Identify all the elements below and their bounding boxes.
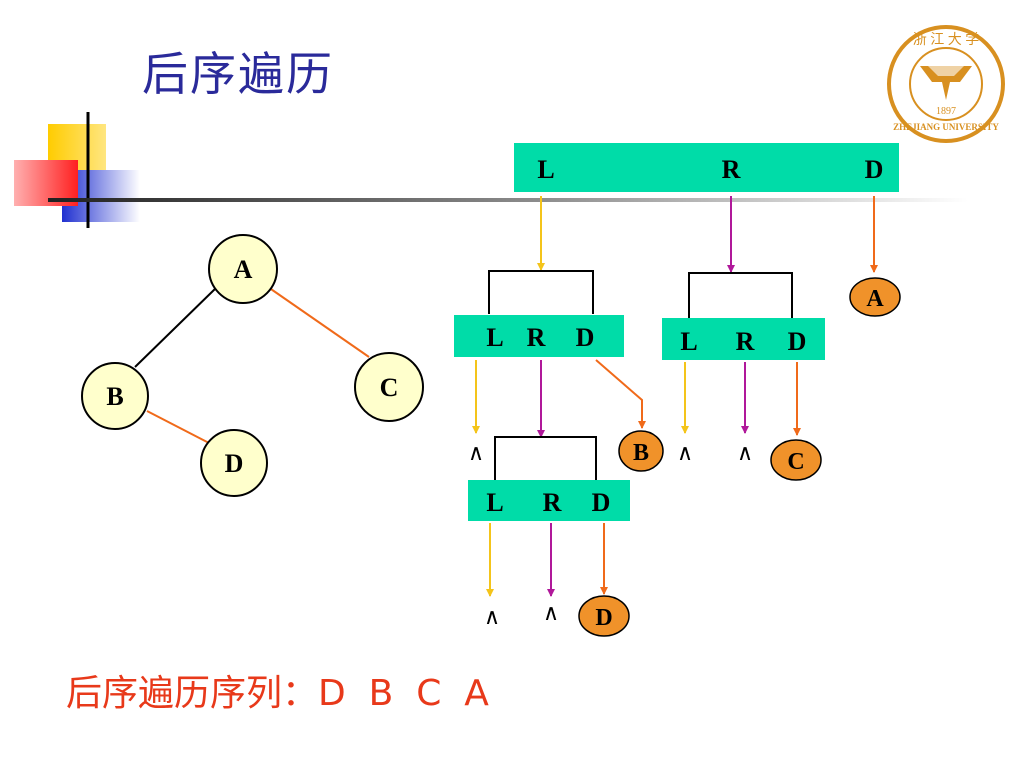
root-box-r: R [722, 155, 741, 184]
left-box-r: R [527, 323, 546, 352]
sequence-label: 后序遍历序列： [66, 673, 319, 714]
root-box-d: D [865, 155, 884, 184]
left-box-d: D [576, 323, 595, 352]
binary-tree: A B C D [81, 234, 424, 497]
left-box-l: L [486, 323, 503, 352]
null-right-left: ∧ [677, 440, 693, 465]
tree-node-c-label: C [380, 373, 399, 402]
right-box-r: R [736, 327, 755, 356]
root-lrd-box [514, 143, 899, 192]
edge-a-c [267, 286, 370, 358]
bottom-bracket [494, 436, 597, 480]
arrow-left-visit [595, 359, 646, 429]
logo-top-text: 浙 江 大 学 [913, 32, 980, 48]
null-left-left: ∧ [468, 440, 484, 465]
tree-node-d [200, 429, 268, 497]
tree-node-a-label: A [234, 255, 253, 284]
visit-node-a [849, 277, 901, 317]
university-logo: 浙 江 大 学 1897 ZHEJIANG UNIVERSITY [887, 25, 1005, 143]
visit-node-b [618, 430, 664, 472]
left-bracket [488, 270, 594, 314]
visit-node-c-label: C [787, 449, 804, 475]
right-lrd-box [662, 318, 825, 360]
right-bracket [688, 272, 793, 318]
logo-bottom-text: ZHEJIANG UNIVERSITY [893, 122, 999, 132]
tree-node-b-label: B [106, 382, 123, 411]
bottom-box-d: D [592, 488, 611, 517]
bottom-box-r: R [543, 488, 562, 517]
slide-title: 后序遍历 [142, 47, 334, 101]
visit-node-d-label: D [595, 605, 612, 631]
tree-node-a [208, 234, 278, 304]
visit-node-b-label: B [633, 440, 649, 466]
right-box-l: L [680, 327, 697, 356]
bottom-lrd-box [468, 480, 630, 521]
visit-node-a-label: A [866, 286, 884, 312]
tree-node-d-label: D [225, 449, 244, 478]
null-bottom-left: ∧ [484, 604, 500, 629]
left-lrd-box [454, 315, 624, 357]
visit-node-c [770, 439, 822, 481]
traversal-diagram: L R D L R D L R D A [454, 143, 901, 637]
traversal-sequence: 后序遍历序列：D B C A [66, 664, 489, 716]
visit-node-d [578, 595, 630, 637]
edge-a-b [134, 286, 218, 368]
title-rule [48, 198, 968, 202]
bottom-box-l: L [486, 488, 503, 517]
null-bottom-right: ∧ [543, 600, 559, 625]
right-box-d: D [788, 327, 807, 356]
tree-node-c [354, 352, 424, 422]
tree-node-b [81, 362, 149, 430]
corner-decoration [14, 112, 968, 228]
edge-b-d [146, 410, 210, 444]
logo-year: 1897 [936, 106, 956, 117]
root-box-l: L [537, 155, 554, 184]
sequence-values: D B C A [318, 673, 489, 714]
null-right-right: ∧ [737, 440, 753, 465]
